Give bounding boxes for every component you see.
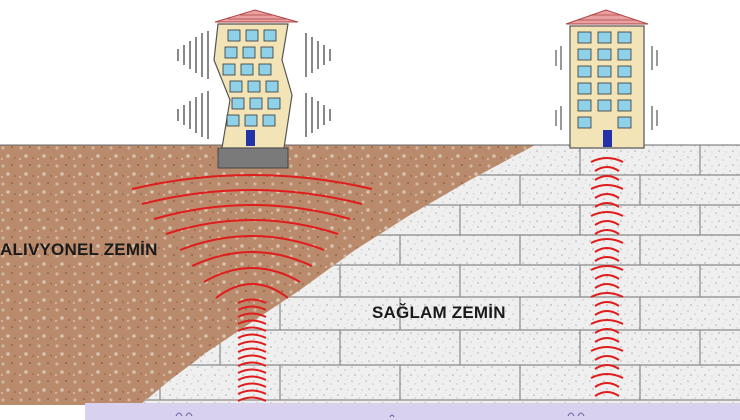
window <box>597 65 612 78</box>
window <box>617 116 632 129</box>
wave-ripple <box>237 340 267 346</box>
window <box>262 114 276 127</box>
wave-arc <box>203 267 301 283</box>
window <box>231 97 245 110</box>
seismic-waves-solid <box>590 157 624 397</box>
wave-ripple <box>237 375 267 381</box>
wave-ripple <box>594 202 620 208</box>
window <box>597 99 612 112</box>
wave-ripple <box>594 355 620 361</box>
window <box>597 82 612 95</box>
wave-ripple <box>590 184 624 190</box>
alluvial-soil-region <box>0 145 535 405</box>
stable-building-icon <box>565 9 649 149</box>
wave-ripple <box>594 310 620 316</box>
wave-ripple <box>594 220 620 226</box>
window <box>577 116 592 129</box>
bedrock-band <box>85 403 740 420</box>
wave-arc <box>215 283 289 299</box>
window <box>227 29 241 42</box>
wave-ripple <box>590 319 624 325</box>
wave-ripple <box>590 211 624 217</box>
wave-ripple <box>594 391 620 397</box>
window <box>617 31 632 44</box>
wave-arc <box>165 219 339 235</box>
wave-ripple <box>237 333 267 339</box>
window <box>258 63 272 76</box>
wave-ripple <box>594 364 620 370</box>
window <box>229 80 243 93</box>
wave-ripple <box>237 298 267 304</box>
window <box>577 48 592 61</box>
wave-ripple <box>594 247 620 253</box>
wave-ripple <box>590 238 624 244</box>
wave-ripple <box>237 389 267 395</box>
wave-ripple <box>237 361 267 367</box>
window <box>226 114 240 127</box>
wave-ripple <box>594 193 620 199</box>
wave-ripple <box>590 292 624 298</box>
window <box>224 46 238 59</box>
wave-ripple <box>590 265 624 271</box>
building-foundation <box>217 147 289 169</box>
window <box>247 80 261 93</box>
window <box>244 114 258 127</box>
wave-ripple <box>594 328 620 334</box>
window <box>240 63 254 76</box>
wave-arc <box>179 235 325 251</box>
window <box>245 29 259 42</box>
wave-ripple <box>237 354 267 360</box>
wave-ripple <box>594 166 620 172</box>
wave-ripple <box>590 157 624 163</box>
wave-ripple <box>594 229 620 235</box>
window <box>597 31 612 44</box>
window <box>260 46 274 59</box>
wave-ripple <box>237 382 267 388</box>
window <box>617 65 632 78</box>
window <box>577 82 592 95</box>
window <box>577 99 592 112</box>
wave-ripple <box>594 274 620 280</box>
wave-ripple <box>594 256 620 262</box>
wave-ripple <box>237 305 267 311</box>
wave-arc <box>141 189 363 205</box>
window <box>267 97 281 110</box>
solid-soil-label: SAĞLAM ZEMİN <box>372 303 506 322</box>
wave-ripple <box>594 175 620 181</box>
window <box>617 82 632 95</box>
vibration-lines-icon <box>177 31 331 139</box>
window <box>249 97 263 110</box>
alluvial-soil-label: ALIVYONEL ZEMİN <box>0 240 158 259</box>
vibration-lines-icon <box>555 46 658 130</box>
wave-ripple <box>594 337 620 343</box>
wave-arc <box>191 251 313 267</box>
window <box>617 99 632 112</box>
wave-ripple <box>237 326 267 332</box>
window <box>263 29 277 42</box>
window <box>222 63 236 76</box>
window <box>265 80 279 93</box>
wave-ripple <box>594 301 620 307</box>
window <box>242 46 256 59</box>
window <box>617 48 632 61</box>
wave-ripple <box>237 368 267 374</box>
wave-ripple <box>590 346 624 352</box>
seismic-waves-alluvial <box>131 174 373 402</box>
wave-ripple <box>590 373 624 379</box>
wave-ripple <box>237 347 267 353</box>
wave-ripple <box>237 312 267 318</box>
wave-arc <box>153 204 351 220</box>
wave-ripple <box>594 283 620 289</box>
wave-ripple <box>237 396 267 402</box>
window <box>597 48 612 61</box>
wave-ripple <box>594 382 620 388</box>
bedrock-marks <box>175 412 585 418</box>
wave-ripple <box>237 319 267 325</box>
swaying-building-icon <box>213 9 299 149</box>
window <box>577 31 592 44</box>
wave-arc <box>131 174 373 190</box>
window <box>577 65 592 78</box>
